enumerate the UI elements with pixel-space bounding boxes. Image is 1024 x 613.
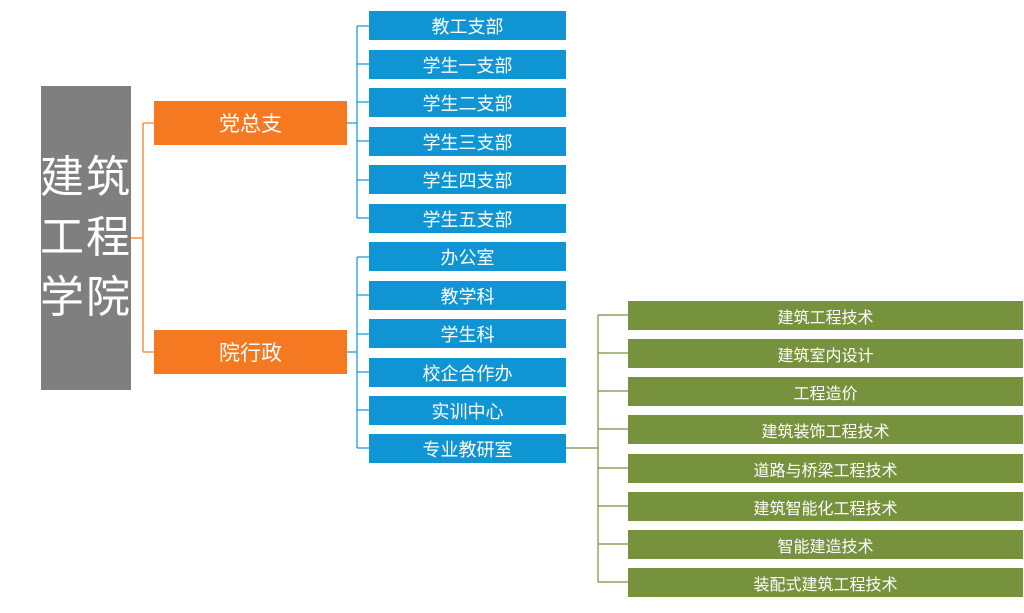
party-branch-node: 学生五支部 [369,204,566,233]
root-line: 建筑 [40,152,132,203]
party-branch-node: 学生三支部 [369,127,566,156]
level2-connectors [347,25,369,449]
party-branch-node: 教工支部 [369,11,566,40]
party-branch-node: 学生一支部 [369,50,566,79]
branch-node-party: 党总支 [154,101,347,145]
admin-office-node: 专业教研室 [369,434,566,463]
root-line: 学院 [40,272,132,323]
admin-office-node: 学生科 [369,319,566,348]
branch-node-admin: 院行政 [154,330,347,374]
major-node: 装配式建筑工程技术 [628,568,1023,597]
major-node: 建筑智能化工程技术 [628,492,1023,521]
admin-office-node: 教学科 [369,281,566,310]
root-connectors [131,122,154,353]
admin-office-node: 办公室 [369,242,566,271]
party-branch-node: 学生二支部 [369,88,566,117]
major-node: 道路与桥梁工程技术 [628,454,1023,483]
major-node: 工程造价 [628,377,1023,406]
major-node: 建筑室内设计 [628,339,1023,368]
root-line: 工程 [40,212,132,263]
admin-office-node: 校企合作办 [369,358,566,387]
root-node: 建筑 工程 学院 [40,86,132,390]
level3-connectors [566,314,628,583]
admin-office-node: 实训中心 [369,396,566,425]
party-branch-node: 学生四支部 [369,165,566,194]
major-node: 建筑工程技术 [628,301,1023,330]
major-node: 建筑装饰工程技术 [628,415,1023,444]
major-node: 智能建造技术 [628,530,1023,559]
